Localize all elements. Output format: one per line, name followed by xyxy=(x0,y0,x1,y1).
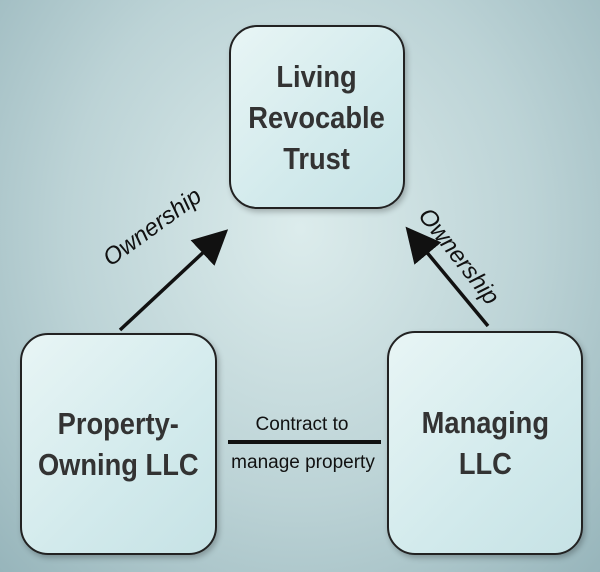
node-property-owning-llc: Property- Owning LLC xyxy=(20,333,217,555)
node-managing-llc: Managing LLC xyxy=(387,331,583,555)
ownership-arrow-left xyxy=(118,229,229,332)
node-label-managing-llc: Managing LLC xyxy=(421,405,549,481)
edge-label-contract-line2: manage property xyxy=(231,452,375,473)
edge-label-contract-line1: Contract to xyxy=(255,414,349,435)
ownership-arrow-right xyxy=(405,226,490,328)
node-living-revocable-trust: Living Revocable Trust xyxy=(229,25,405,209)
node-label-trust: Living Revocable Trust xyxy=(248,58,386,176)
node-label-property-llc: Property- Owning LLC xyxy=(38,406,199,482)
